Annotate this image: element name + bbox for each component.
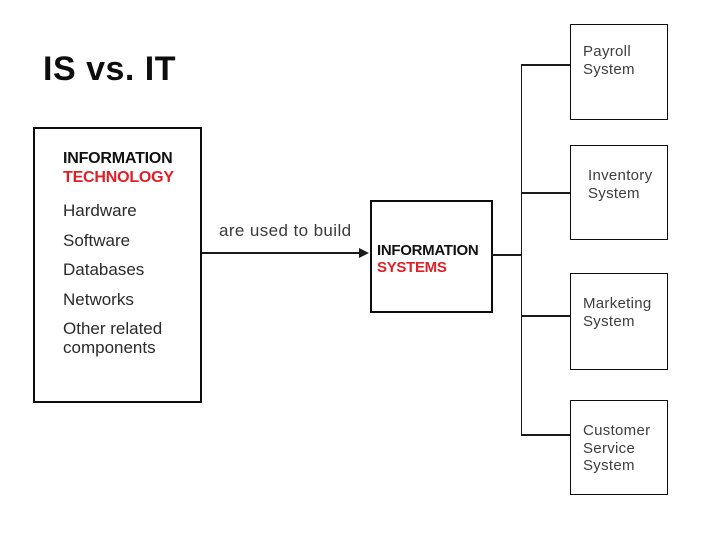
connector-is-to-trunk (491, 254, 522, 256)
it-item-databases: Databases (63, 260, 145, 279)
slide-title: IS vs. IT (43, 50, 176, 88)
connector-stub-customer (521, 434, 571, 436)
connector-stub-inventory (521, 192, 571, 194)
customer-service-system-box: Customer Service System (570, 400, 668, 495)
it-heading-line1: INFORMATION (63, 150, 173, 167)
is-heading-line1: INFORMATION (377, 242, 479, 259)
information-systems-box: INFORMATION SYSTEMS (370, 200, 493, 313)
connector-trunk-line (520, 64, 523, 437)
arrow-line (202, 252, 360, 254)
it-heading-line2: TECHNOLOGY (63, 169, 174, 186)
it-item-software: Software (63, 230, 131, 250)
it-box-heading: INFORMATION TECHNOLOGY (63, 149, 194, 187)
it-item-hardware: Hardware (63, 201, 137, 220)
it-item-other-components: Other related components (63, 319, 163, 357)
is-heading-line2: SYSTEMS (377, 259, 447, 276)
payroll-system-box: Payroll System (570, 24, 668, 120)
it-item-networks: Networks (63, 289, 134, 309)
inventory-system-box: Inventory System (570, 145, 668, 240)
marketing-system-box: Marketing System (570, 273, 668, 370)
connector-stub-marketing (521, 315, 571, 317)
information-technology-box: INFORMATION TECHNOLOGY Hardware Software… (33, 127, 202, 403)
connector-stub-payroll (521, 64, 571, 66)
arrow-label: are used to build (219, 221, 352, 240)
arrowhead-icon (359, 248, 369, 258)
